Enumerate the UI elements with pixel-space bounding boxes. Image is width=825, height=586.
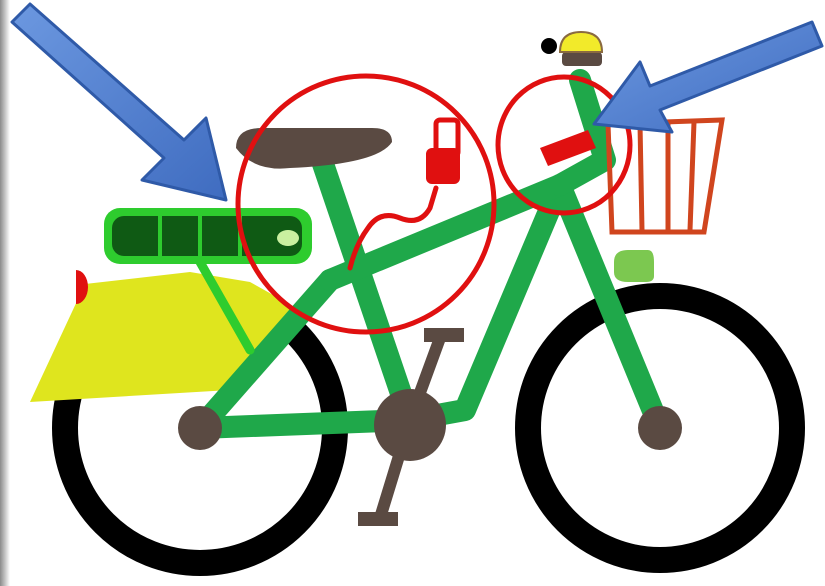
chainring (374, 389, 446, 461)
stem-cap (562, 52, 602, 66)
charging-plug-icon (426, 120, 460, 184)
bell-button (541, 38, 557, 54)
front-hub (638, 406, 682, 450)
rear-hub (178, 406, 222, 450)
battery-indicator (277, 230, 299, 246)
pedal-bottom (358, 512, 398, 526)
headlight (614, 250, 654, 282)
battery-pack (104, 208, 312, 264)
arrow-to-battery (12, 4, 226, 200)
bell-icon (560, 32, 602, 52)
arrow-to-display (594, 22, 822, 132)
pedal-top (424, 328, 464, 342)
rear-fender (30, 272, 300, 402)
